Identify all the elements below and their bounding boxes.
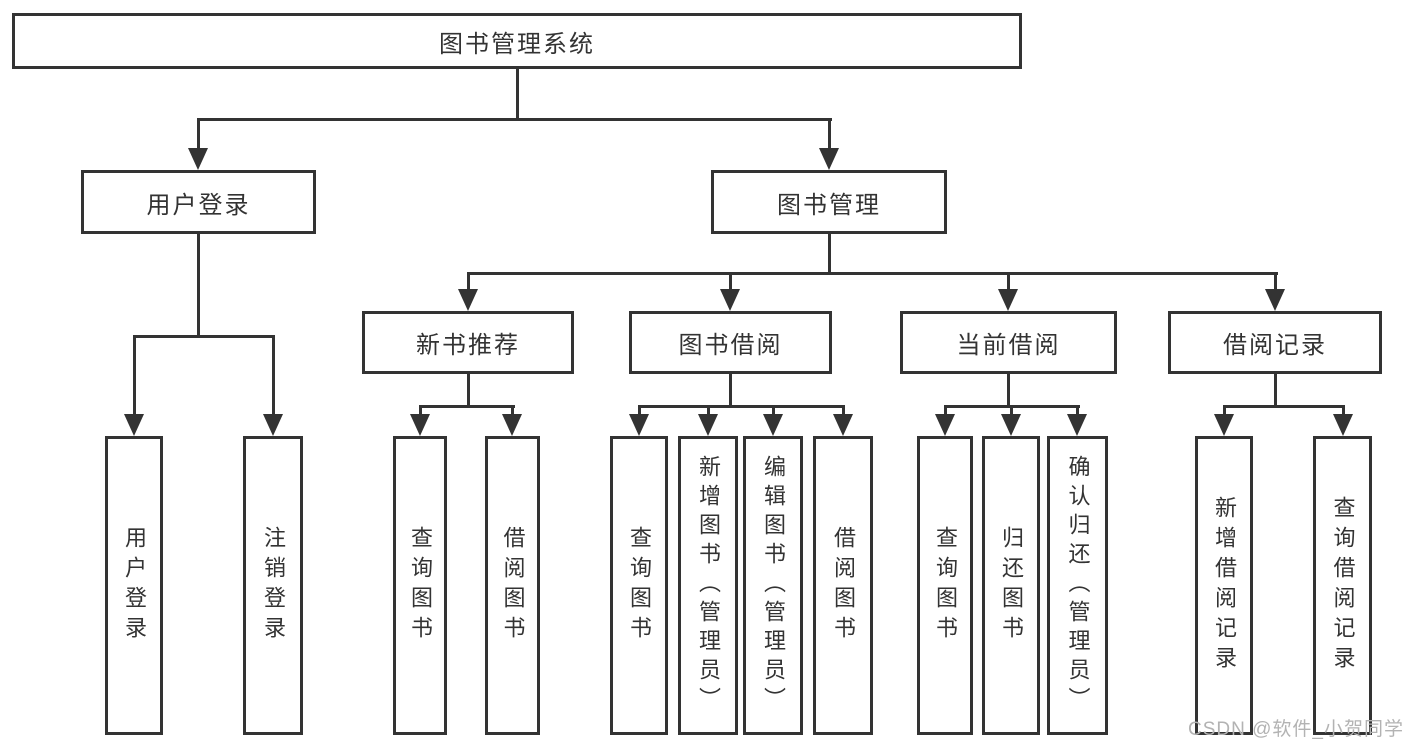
- connector-drop-user-login: [197, 118, 200, 152]
- leaf-logout: 注销登录: [243, 436, 303, 735]
- arrowhead-leaf-logout: [263, 414, 283, 436]
- connector-drop-leaf-logout: [272, 335, 275, 418]
- connector-drop-query-books-2: [638, 405, 641, 418]
- node-book-borrow: 图书借阅: [629, 311, 832, 374]
- connector-drop-leaf-user-login: [133, 335, 136, 418]
- arrowhead-user-login: [188, 148, 208, 170]
- connector-new-book-stem: [467, 374, 470, 408]
- connector-book-borrow-hbar: [638, 405, 845, 408]
- leaf-query-books-3: 查询图书: [917, 436, 973, 735]
- node-book-management: 图书管理: [711, 170, 947, 234]
- connector-current-borrow-stem: [1007, 374, 1010, 408]
- leaf-query-books-2: 查询图书: [610, 436, 668, 735]
- connector-drop-borrow-books-2: [842, 405, 845, 418]
- node-library-system-label: 图书管理系统: [439, 30, 595, 58]
- leaf-confirm-return-admin-label: 确认归还（管理员）: [1065, 455, 1091, 716]
- node-user-login: 用户登录: [81, 170, 316, 234]
- arrowhead-current-borrow: [998, 289, 1018, 311]
- arrowhead-book-management: [819, 148, 839, 170]
- leaf-add-book-admin: 新增图书（管理员）: [678, 436, 738, 735]
- connector-new-book-hbar: [419, 405, 515, 408]
- connector-drop-new-book: [467, 272, 470, 293]
- watermark: CSDN @软件_小贺同学: [1188, 719, 1404, 740]
- leaf-user-login: 用户登录: [105, 436, 163, 735]
- leaf-edit-book-admin-label: 编辑图书（管理员）: [761, 455, 786, 716]
- arrowhead-query-record: [1333, 414, 1353, 436]
- connector-drop-query-books-1: [419, 405, 422, 418]
- connector-book-management-stem: [828, 234, 831, 275]
- arrowhead-edit-book: [763, 414, 783, 436]
- connector-borrow-records-hbar: [1223, 405, 1345, 408]
- node-borrow-records: 借阅记录: [1168, 311, 1382, 374]
- connector-root-stem: [516, 68, 519, 120]
- node-new-book-recommend-label: 新书推荐: [416, 332, 520, 359]
- connector-drop-confirm-return: [1076, 405, 1079, 418]
- connector-drop-return-books: [1010, 405, 1013, 418]
- connector-user-login-hbar: [133, 335, 275, 338]
- node-library-system: 图书管理系统: [12, 13, 1022, 69]
- connector-drop-add-book: [707, 405, 710, 418]
- node-current-borrow: 当前借阅: [900, 311, 1117, 374]
- leaf-borrow-books-2-label: 借阅图书: [831, 525, 856, 646]
- leaf-user-login-label: 用户登录: [122, 525, 147, 646]
- arrowhead-borrow-books-1: [502, 414, 522, 436]
- connector-drop-edit-book: [772, 405, 775, 418]
- connector-drop-book-management: [828, 118, 831, 152]
- leaf-query-borrow-record: 查询借阅记录: [1313, 436, 1372, 735]
- connector-drop-add-record: [1223, 405, 1226, 418]
- arrowhead-add-record: [1214, 414, 1234, 436]
- leaf-borrow-books-1-label: 借阅图书: [500, 525, 526, 646]
- arrowhead-add-book: [698, 414, 718, 436]
- arrowhead-leaf-user-login: [124, 414, 144, 436]
- leaf-add-borrow-record-label: 新增借阅记录: [1212, 495, 1237, 676]
- leaf-borrow-books-1: 借阅图书: [485, 436, 540, 735]
- node-book-management-label: 图书管理: [777, 191, 881, 219]
- node-user-login-label: 用户登录: [146, 191, 251, 219]
- connector-borrow-records-stem: [1274, 374, 1277, 408]
- leaf-return-books-label: 归还图书: [999, 525, 1024, 646]
- node-new-book-recommend: 新书推荐: [362, 311, 574, 374]
- node-current-borrow-label: 当前借阅: [956, 332, 1061, 359]
- leaf-return-books: 归还图书: [982, 436, 1040, 735]
- leaf-add-borrow-record: 新增借阅记录: [1195, 436, 1253, 735]
- arrowhead-book-borrow: [720, 289, 740, 311]
- arrowhead-confirm-return: [1067, 414, 1087, 436]
- arrowhead-new-book: [458, 289, 478, 311]
- connector-drop-borrow-books-1: [511, 405, 514, 418]
- arrowhead-query-books-3: [935, 414, 955, 436]
- leaf-add-book-admin-label: 新增图书（管理员）: [696, 455, 721, 716]
- leaf-query-books-2-label: 查询图书: [627, 525, 652, 646]
- connector-root-hbar: [197, 118, 832, 121]
- connector-drop-current-borrow: [1007, 272, 1010, 293]
- arrowhead-borrow-records: [1265, 289, 1285, 311]
- node-borrow-records-label: 借阅记录: [1223, 332, 1327, 359]
- arrowhead-return-books: [1001, 414, 1021, 436]
- connector-drop-book-borrow: [729, 272, 732, 293]
- leaf-query-books-3-label: 查询图书: [933, 525, 958, 646]
- leaf-query-books-1-label: 查询图书: [408, 525, 433, 646]
- connector-drop-query-record: [1342, 405, 1345, 418]
- connector-book-borrow-stem: [729, 374, 732, 408]
- leaf-borrow-books-2: 借阅图书: [813, 436, 873, 735]
- arrowhead-query-books-1: [410, 414, 430, 436]
- leaf-edit-book-admin: 编辑图书（管理员）: [743, 436, 803, 735]
- connector-drop-query-books-3: [944, 405, 947, 418]
- leaf-query-books-1: 查询图书: [393, 436, 447, 735]
- node-book-borrow-label: 图书借阅: [678, 332, 783, 359]
- leaf-logout-label: 注销登录: [261, 525, 286, 646]
- connector-user-login-stem: [197, 234, 200, 338]
- arrowhead-query-books-2: [629, 414, 649, 436]
- leaf-confirm-return-admin: 确认归还（管理员）: [1047, 436, 1108, 735]
- leaf-query-borrow-record-label: 查询借阅记录: [1330, 495, 1356, 676]
- arrowhead-borrow-books-2: [833, 414, 853, 436]
- connector-drop-borrow-records: [1274, 272, 1277, 293]
- connector-book-management-hbar: [467, 272, 1278, 275]
